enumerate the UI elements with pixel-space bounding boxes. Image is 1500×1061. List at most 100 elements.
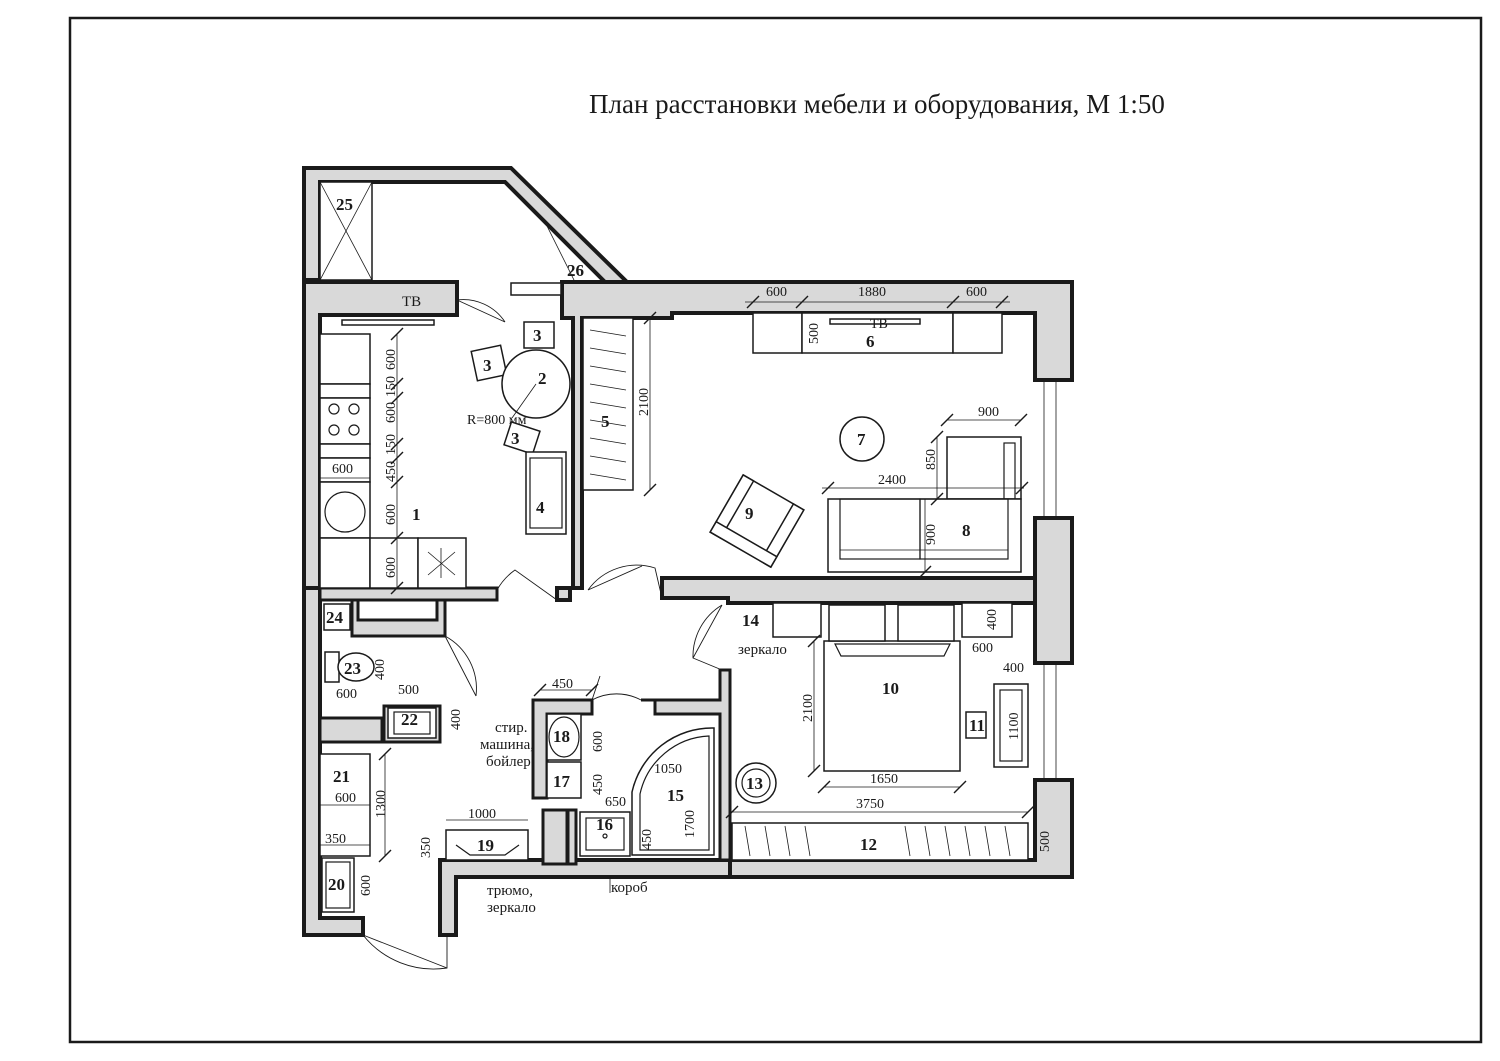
plan-title: План расстановки мебели и оборудования, …	[589, 89, 1165, 119]
svg-text:400: 400	[985, 609, 1000, 630]
svg-text:2100: 2100	[637, 388, 652, 416]
svg-text:600: 600	[332, 462, 353, 477]
svg-text:1700: 1700	[683, 810, 698, 838]
toilet-wall	[320, 598, 447, 638]
label-6: 6	[866, 332, 875, 351]
svg-text:2100: 2100	[801, 694, 816, 722]
label-13: 13	[746, 774, 763, 793]
kitchen-counter-5	[319, 537, 371, 589]
label-20: 20	[328, 875, 345, 894]
item-18-boiler	[546, 713, 582, 761]
label-22: 22	[401, 710, 418, 729]
item-15-shower	[631, 727, 715, 856]
label-23: 23	[344, 659, 361, 678]
bathroom-wall	[641, 668, 732, 862]
bath-partition	[566, 808, 578, 866]
svg-text:600: 600	[384, 504, 399, 525]
svg-text:150: 150	[384, 376, 399, 397]
svg-text:1300: 1300	[374, 790, 389, 818]
svg-text:600: 600	[972, 641, 993, 656]
svg-text:850: 850	[924, 449, 939, 470]
item-17-washer	[546, 761, 582, 799]
svg-text:600: 600	[591, 731, 606, 752]
trumo-note-2: зеркало	[487, 900, 536, 916]
label-11: 11	[969, 716, 985, 735]
windows	[1043, 380, 1057, 780]
label-4: 4	[536, 498, 545, 517]
living-tv-label: ТВ	[870, 317, 888, 332]
label-24: 24	[326, 608, 344, 627]
svg-text:2400: 2400	[878, 473, 906, 488]
washer-note-2: машина,	[480, 737, 534, 753]
svg-text:400: 400	[373, 659, 388, 680]
living-door-swing	[587, 564, 663, 599]
item-10-bed	[823, 640, 961, 772]
top-outer-wall	[555, 280, 1074, 602]
item-12-wardrobe	[731, 822, 1029, 861]
svg-text:450: 450	[384, 461, 399, 482]
label-7: 7	[857, 430, 866, 449]
label-3a: 3	[533, 326, 542, 345]
label-9: 9	[745, 504, 754, 523]
item-6-cabinet-left	[752, 312, 803, 354]
svg-text:1050: 1050	[654, 762, 682, 777]
label-10: 10	[882, 679, 899, 698]
balcony-door-swing	[456, 299, 506, 323]
svg-text:600: 600	[384, 557, 399, 578]
label-26: 26	[567, 261, 584, 280]
kitchen-door-swing	[496, 569, 558, 601]
item-bedside-right	[961, 602, 1013, 638]
kitchen-sink	[319, 481, 371, 539]
label-17: 17	[553, 772, 571, 791]
svg-text:500: 500	[807, 323, 822, 344]
svg-text:600: 600	[766, 285, 787, 300]
label-2: 2	[538, 369, 547, 388]
item-3-chair-left	[470, 344, 508, 382]
entrance-door-swing	[362, 934, 448, 970]
item-9-armchair	[709, 473, 805, 569]
radiator-balcony	[510, 282, 562, 296]
svg-text:450: 450	[640, 829, 655, 850]
svg-text:600: 600	[384, 349, 399, 370]
bedroom-door-swing	[692, 604, 723, 671]
item-20-shoe-rack	[321, 857, 355, 913]
bath-door-swing	[591, 675, 642, 701]
label-8: 8	[962, 521, 971, 540]
svg-text:1880: 1880	[858, 285, 886, 300]
svg-text:350: 350	[419, 837, 434, 858]
svg-text:1650: 1650	[870, 772, 898, 787]
label-21: 21	[333, 767, 350, 786]
svg-text:900: 900	[924, 524, 939, 545]
label-16: 16	[596, 815, 613, 834]
box-note: короб	[611, 880, 648, 896]
kitchen-tv	[341, 319, 435, 326]
walls	[302, 166, 1074, 937]
label-19: 19	[477, 836, 494, 855]
living-bedroom-wall	[660, 576, 1037, 605]
item-23-toilet	[337, 652, 375, 682]
item-8-sofa-chaise	[946, 436, 1022, 500]
svg-text:600: 600	[966, 285, 987, 300]
svg-text:600: 600	[335, 791, 356, 806]
svg-text:400: 400	[1003, 661, 1024, 676]
shaft-wall	[541, 808, 569, 866]
living-tv	[829, 318, 921, 325]
kitchen-counter-2	[319, 383, 371, 399]
svg-text:650: 650	[605, 795, 626, 810]
item-3-chair-bottom	[503, 421, 541, 455]
item-22-basin	[387, 707, 437, 739]
svg-text:450: 450	[591, 774, 606, 795]
item-24-box	[323, 603, 351, 631]
item-7-marker	[839, 416, 885, 462]
closet-wall-a	[318, 716, 384, 744]
svg-text:450: 450	[552, 677, 573, 692]
item-14-nightstand	[772, 602, 822, 638]
label-5: 5	[601, 412, 610, 431]
washer-note-3: бойлер	[486, 754, 531, 770]
svg-text:1100: 1100	[1007, 713, 1022, 740]
kitchen-tv-label: ТВ	[402, 294, 421, 310]
trumo-note-1: трюмо,	[487, 883, 533, 899]
svg-text:500: 500	[1038, 831, 1053, 852]
svg-text:350: 350	[325, 832, 346, 847]
svg-text:600: 600	[384, 402, 399, 423]
